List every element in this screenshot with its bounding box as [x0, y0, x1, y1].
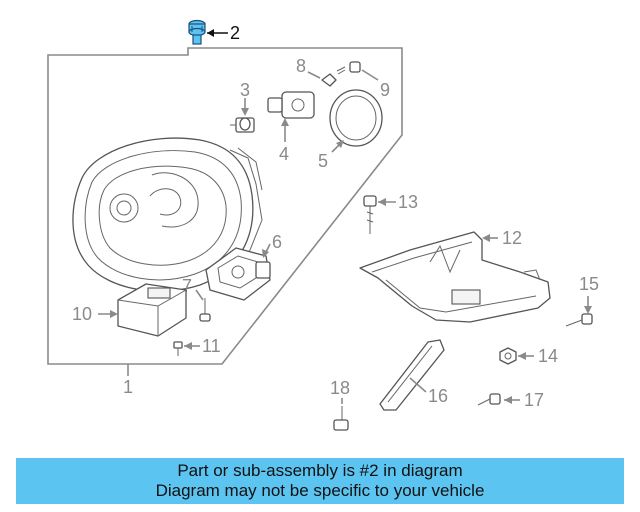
part-13-bolt-icon[interactable] — [363, 195, 377, 234]
part-5-seal-icon[interactable] — [329, 89, 383, 147]
callout-15: 15 — [579, 274, 599, 294]
callout-10: 10 — [72, 304, 92, 324]
arrow-2 — [207, 29, 214, 37]
part-10-ballast-icon[interactable] — [117, 283, 187, 337]
callout-7: 7 — [182, 276, 192, 296]
part-16-strip-icon[interactable] — [379, 339, 445, 411]
part-8-clip-icon[interactable] — [321, 73, 337, 87]
part-15-bolt-icon[interactable] — [565, 313, 593, 327]
callout-13: 13 — [398, 192, 418, 212]
callout-11: 11 — [202, 336, 221, 356]
assembly-boundary — [47, 47, 403, 365]
callout-6: 6 — [272, 232, 282, 252]
part-18-bolt-icon[interactable] — [333, 406, 349, 431]
part-12-bracket-icon[interactable] — [359, 231, 551, 323]
callout-5: 5 — [318, 151, 328, 171]
callout-4: 4 — [279, 144, 289, 164]
callout-12: 12 — [502, 228, 522, 248]
callout-1: 1 — [123, 377, 133, 397]
part-9-screw-icon[interactable] — [336, 61, 361, 75]
callout-8: 8 — [296, 56, 306, 76]
part-17-screw-icon[interactable] — [477, 393, 501, 406]
callout-9: 9 — [380, 80, 390, 100]
callout-3: 3 — [240, 80, 250, 100]
info-banner: Part or sub-assembly is #2 in diagram Di… — [16, 458, 624, 504]
part-4-socket-icon[interactable] — [267, 91, 315, 119]
callout-14: 14 — [538, 346, 558, 366]
banner-line-1: Part or sub-assembly is #2 in diagram — [177, 461, 463, 480]
parts-diagram: 2 3 4 5 8 — [47, 19, 599, 431]
part-3-bulb-icon[interactable] — [230, 117, 255, 133]
callout-17: 17 — [524, 390, 544, 410]
callout-2: 2 — [230, 23, 240, 43]
part-7-screw-icon[interactable] — [199, 298, 211, 322]
part-6-module-icon[interactable] — [205, 247, 271, 301]
banner-line-2: Diagram may not be specific to your vehi… — [155, 481, 485, 500]
callout-18: 18 — [330, 378, 350, 398]
part-11-screw-icon[interactable] — [173, 341, 183, 356]
callout-16: 16 — [428, 386, 448, 406]
part-2-nut-icon[interactable] — [188, 19, 206, 45]
part-14-nut-icon[interactable] — [499, 347, 517, 365]
